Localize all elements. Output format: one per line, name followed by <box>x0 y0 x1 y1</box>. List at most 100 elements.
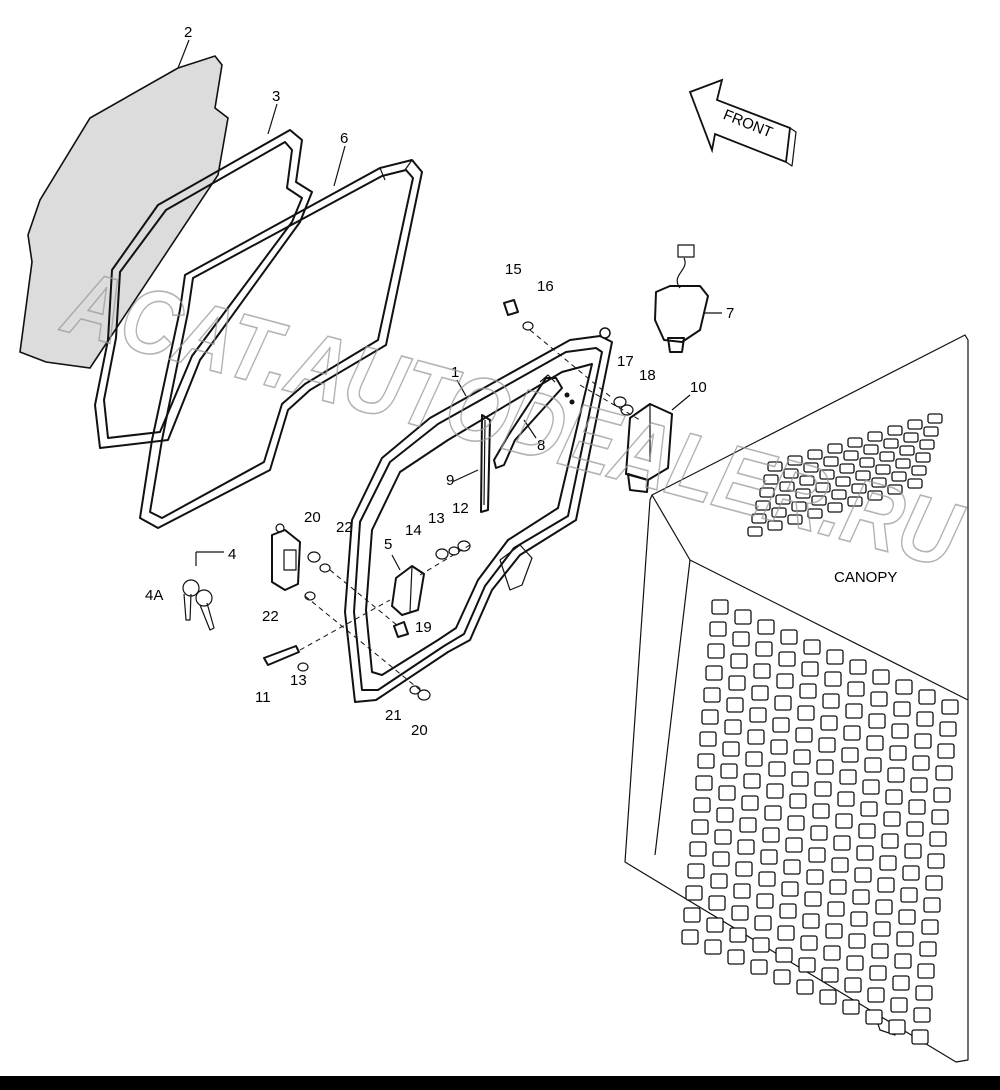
grille-slot <box>889 745 907 761</box>
grille-slot <box>762 827 780 843</box>
grille-slot <box>864 757 882 773</box>
label-part-4a: 4A <box>145 587 163 604</box>
grille-slot <box>939 721 957 737</box>
label-part-20b: 20 <box>411 722 428 739</box>
grille-slot <box>739 817 757 833</box>
grille-slot <box>823 945 841 961</box>
grille-slot <box>741 795 759 811</box>
grille-slot <box>898 909 916 925</box>
grille-slot <box>850 911 868 927</box>
grille-slot <box>826 649 844 665</box>
grille-slot <box>867 490 883 501</box>
grille-slot <box>687 863 705 879</box>
grille-slot <box>895 458 911 469</box>
grille-slot <box>728 675 746 691</box>
grille-slot <box>720 763 738 779</box>
canopy-top-grille <box>747 413 943 537</box>
grille-slot <box>755 500 771 511</box>
grille-slot <box>851 483 867 494</box>
grille-slot <box>935 765 953 781</box>
grille-slot <box>791 501 807 512</box>
latch-part-4 <box>271 523 301 591</box>
grille-slot <box>708 895 726 911</box>
grille-slot <box>823 456 839 467</box>
grille-slot <box>891 723 909 739</box>
grille-slot <box>847 681 865 697</box>
grille-slot <box>733 883 751 899</box>
grille-slot <box>718 785 736 801</box>
grille-slot <box>877 877 895 893</box>
canopy-panel <box>624 334 969 1063</box>
grille-slot <box>858 823 876 839</box>
door-frame-part-1 <box>344 327 613 703</box>
grille-slot <box>693 797 711 813</box>
grille-slot <box>862 779 880 795</box>
seal-frame-part-6 <box>139 159 423 529</box>
grille-slot <box>766 783 784 799</box>
grille-slot <box>879 451 895 462</box>
canopy-side-grille <box>681 599 959 1045</box>
grille-slot <box>807 449 823 460</box>
grille-slot <box>815 482 831 493</box>
grille-slot <box>911 1029 929 1045</box>
grille-slot <box>855 470 871 481</box>
grille-slot <box>923 897 941 913</box>
grille-slot <box>891 471 907 482</box>
grille-slot <box>888 1019 906 1035</box>
grille-slot <box>704 939 722 955</box>
grille-slot <box>773 969 791 985</box>
grille-slot <box>854 867 872 883</box>
grille-slot <box>759 487 775 498</box>
grille-slot <box>767 520 783 531</box>
grille-slot <box>846 955 864 971</box>
grille-slot <box>796 979 814 995</box>
grille-slot <box>839 463 855 474</box>
grille-slot <box>827 502 843 513</box>
grille-slot <box>893 701 911 717</box>
front-direction-arrow: FRONT <box>688 78 797 167</box>
grille-slot <box>921 919 939 935</box>
grille-slot <box>745 751 763 767</box>
grille-slot <box>774 695 792 711</box>
part-number-labels: 2 3 6 1 15 16 7 17 18 10 8 9 12 13 14 20… <box>145 24 734 739</box>
grille-slot <box>900 887 918 903</box>
grille-slot <box>847 437 863 448</box>
label-part-3: 3 <box>272 88 280 105</box>
grille-slot <box>843 725 861 741</box>
grille-slot <box>712 851 730 867</box>
label-part-8: 8 <box>537 437 545 454</box>
grille-slot <box>848 933 866 949</box>
grille-slot <box>885 789 903 805</box>
grille-slot <box>903 432 919 443</box>
label-part-9: 9 <box>446 472 454 489</box>
grille-slot <box>779 903 797 919</box>
label-part-18: 18 <box>639 367 656 384</box>
grille-slot <box>916 711 934 727</box>
grille-slot <box>802 913 820 929</box>
grille-slot <box>869 965 887 981</box>
label-part-6: 6 <box>340 130 348 147</box>
grille-slot <box>833 835 851 851</box>
grille-slot <box>780 629 798 645</box>
grille-slot <box>927 413 943 424</box>
label-part-1: 1 <box>451 364 459 381</box>
grille-slot <box>894 953 912 969</box>
grille-slot <box>835 813 853 829</box>
grille-slot <box>797 705 815 721</box>
label-part-13b: 13 <box>290 672 307 689</box>
grille-slot <box>799 475 815 486</box>
grille-slot <box>824 671 842 687</box>
grille-slot <box>820 715 838 731</box>
grille-slot <box>913 1007 931 1023</box>
grille-slot <box>735 861 753 877</box>
grille-slot <box>752 937 770 953</box>
grille-slot <box>929 831 947 847</box>
grille-slot <box>879 855 897 871</box>
wiper-motor-part-7 <box>654 244 709 353</box>
grille-slot <box>768 761 786 777</box>
grille-slot <box>783 859 801 875</box>
grille-slot <box>931 809 949 825</box>
grille-slot <box>714 829 732 845</box>
grille-slot <box>849 659 867 675</box>
